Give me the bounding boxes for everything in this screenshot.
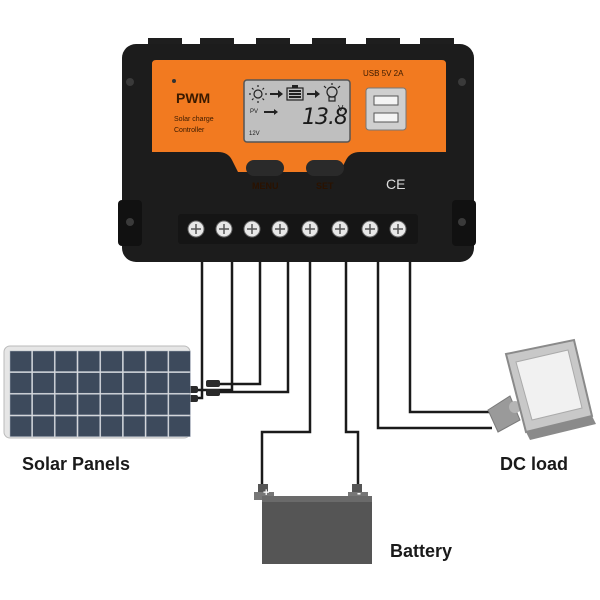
solar-panel [3, 345, 191, 439]
solar-cell [77, 415, 100, 437]
lcd-screen [243, 79, 351, 143]
solar-cell [145, 415, 168, 437]
solar-cell [168, 415, 191, 437]
set-button[interactable] [306, 160, 344, 176]
lcd-voltage-readout: 13.8 [302, 105, 348, 130]
solar-cell [77, 350, 100, 372]
set-button-label: SET [316, 181, 334, 191]
solar-cell [123, 350, 146, 372]
lcd-pv-label: PV [250, 109, 259, 115]
wires [184, 262, 492, 486]
ce-mark: CE [386, 176, 406, 192]
lcd-voltage-unit: V [338, 104, 344, 113]
battery [254, 484, 372, 564]
dc-load-label: DC load [500, 454, 569, 474]
battery-negative-wire [344, 262, 360, 486]
solar-cell [32, 415, 55, 437]
solar-cell [55, 350, 78, 372]
solar-cell [9, 394, 32, 416]
solar-cell [123, 372, 146, 394]
solar-cell [9, 372, 32, 394]
solar-cell [168, 394, 191, 416]
solar-panels-label: Solar Panels [22, 454, 131, 474]
screw-hole [126, 218, 134, 226]
battery-body [262, 496, 372, 564]
dc-load-floodlight [487, 338, 596, 440]
brand-label: PWM [176, 90, 211, 106]
usb-port[interactable] [373, 112, 399, 123]
menu-button-label: MENU [252, 181, 279, 191]
screw-hole [458, 78, 466, 86]
battery-positive-label: + [263, 487, 270, 499]
battery-negative-label: - [357, 486, 361, 500]
solar-cell [100, 415, 123, 437]
solar-cell [168, 372, 191, 394]
bulb-icon [323, 83, 341, 102]
solar-cell [9, 350, 32, 372]
load-wire [408, 262, 492, 414]
menu-button[interactable] [246, 160, 284, 176]
usb-port[interactable] [373, 95, 399, 106]
subtitle-line2: Controller [174, 127, 205, 134]
status-led [172, 79, 176, 83]
solar-cell [100, 372, 123, 394]
solar-cell [32, 372, 55, 394]
charge-controller [118, 38, 476, 262]
arrow-right-icon [307, 90, 320, 98]
battery-label: Battery [390, 541, 453, 561]
solar-cell [100, 350, 123, 372]
solar-cell [145, 394, 168, 416]
terminal-strip [178, 214, 418, 244]
terminal-screws [187, 220, 407, 238]
arrow-right-icon [270, 90, 283, 98]
solar-cell [55, 372, 78, 394]
solar-wire [184, 262, 234, 392]
usb-port-housing [365, 87, 407, 131]
pv-arrow-icon [264, 109, 278, 115]
solar-cells [9, 350, 191, 437]
solar-wire [216, 262, 290, 394]
solar-cell [168, 350, 191, 372]
screw-hole [458, 218, 466, 226]
battery-level-icon [286, 85, 304, 101]
solar-cell [77, 372, 100, 394]
subtitle-line1: Solar charge [174, 116, 214, 123]
load-wire [376, 262, 492, 430]
battery-positive-wire [260, 262, 312, 486]
solar-cell [32, 350, 55, 372]
solar-cell [123, 394, 146, 416]
lcd-12v-label: 12V [249, 131, 260, 137]
solar-cell [77, 394, 100, 416]
solar-cell [145, 372, 168, 394]
solar-cell [55, 415, 78, 437]
solar-cell [32, 394, 55, 416]
screw-hole [126, 78, 134, 86]
solar-wire [216, 262, 262, 386]
sun-icon [249, 85, 267, 103]
solar-cell [123, 415, 146, 437]
solar-cell [145, 350, 168, 372]
solar-cell [55, 394, 78, 416]
solar-cell [100, 394, 123, 416]
solar-cell [9, 415, 32, 437]
usb-label: USB 5V 2A [363, 69, 404, 78]
